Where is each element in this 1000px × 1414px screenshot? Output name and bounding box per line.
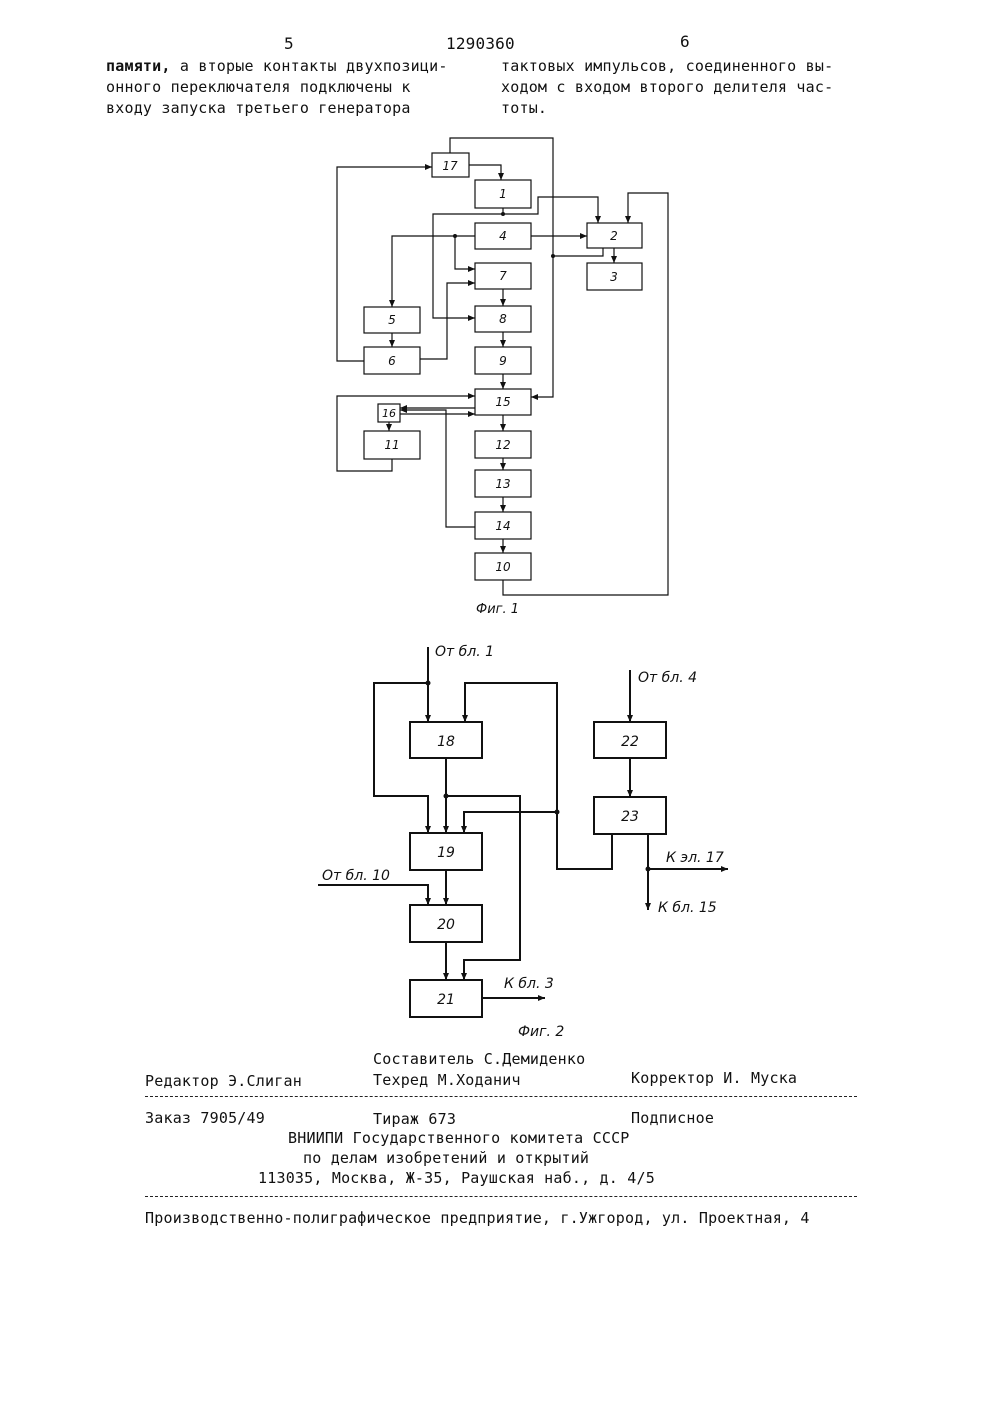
fig2-label-18: 18 (437, 734, 455, 750)
fig1-label-4: 4 (499, 229, 507, 243)
fig2-junction (426, 681, 431, 686)
fig1-wire-11-15 (337, 396, 475, 471)
fig2-label-19: 19 (437, 845, 455, 861)
fig1-label-14: 14 (495, 519, 510, 533)
fig1-label-8: 8 (499, 312, 507, 326)
fig2-junction (555, 810, 560, 815)
fig1-label-7: 7 (499, 269, 507, 283)
fig1-caption: Фиг. 1 (476, 602, 519, 617)
fig1-wire-6-7 (420, 283, 475, 359)
fig2-junction (444, 794, 449, 799)
print-run: Тираж 673 (373, 1109, 456, 1129)
compiler: Составитель С.Демиденко (373, 1049, 585, 1069)
fig1-wire-4-7 (455, 236, 475, 269)
corrector: Корректор И. Муска (631, 1068, 797, 1088)
fig1-wire-17-1 (469, 165, 501, 180)
fig1-wire-14-16 (400, 410, 475, 527)
fig1-label-2: 2 (610, 229, 618, 243)
fig1-wire-2-out (553, 248, 603, 256)
techred: Техред М.Ходанич (373, 1070, 521, 1090)
fig1-label-10: 10 (495, 560, 511, 574)
fig1-label-5: 5 (388, 313, 396, 327)
fig1-label-15: 15 (495, 395, 510, 409)
fig1-label-11: 11 (384, 438, 399, 452)
fig2-junction (646, 867, 651, 872)
fig2-label-to-block-15: К бл. 15 (658, 900, 717, 916)
fig1-label-13: 13 (495, 477, 510, 491)
organization-line-2: по делам изобретений и открытий (303, 1148, 589, 1168)
fig1-label-9: 9 (499, 354, 507, 368)
fig2-label-21: 21 (437, 992, 455, 1008)
fig2-label-20: 20 (437, 917, 455, 933)
fig2-label-to-element-17: К эл. 17 (666, 850, 724, 866)
fig1-label-6: 6 (388, 354, 396, 368)
subscription: Подписное (631, 1108, 714, 1128)
fig2-label-22: 22 (621, 734, 639, 750)
fig2-label-from-block-4: От бл. 4 (638, 670, 697, 686)
fig1-junction (453, 234, 457, 238)
fig1-diagram: 17 1 4 2 3 7 8 5 6 9 15 16 11 12 13 14 1… (337, 138, 668, 617)
order-number: Заказ 7905/49 (145, 1108, 265, 1128)
fig1-wire-10-2 (503, 193, 668, 595)
fig1-wire-6-17 (337, 167, 432, 361)
fig1-junction (501, 212, 505, 216)
fig2-wire-18-21 (446, 796, 520, 980)
fig2-wire-feedback-19 (464, 812, 557, 833)
fig1-wire-1-2 (503, 197, 598, 223)
fig2-caption: Фиг. 2 (518, 1024, 564, 1040)
fig1-label-3: 3 (610, 270, 618, 284)
organization-line-1: ВНИИПИ Государственного комитета СССР (288, 1128, 630, 1148)
fig1-label-1: 1 (499, 187, 507, 201)
address: 113035, Москва, Ж-35, Раушская наб., д. … (258, 1168, 655, 1188)
separator-2 (145, 1196, 857, 1197)
fig2-wire-23-18 (465, 683, 612, 869)
editor: Редактор Э.Слиган (145, 1071, 302, 1091)
fig1-junction (551, 254, 555, 258)
printer: Производственно-полиграфическое предприя… (145, 1208, 810, 1228)
fig2-label-23: 23 (621, 809, 639, 825)
fig2-wire-input-20 (318, 885, 428, 905)
fig1-label-12: 12 (495, 438, 510, 452)
fig2-diagram: 18 22 23 19 20 21 (318, 644, 728, 1040)
fig2-label-from-block-1: От бл. 1 (435, 644, 494, 660)
fig2-label-from-block-10: От бл. 10 (322, 868, 390, 884)
separator-1 (145, 1096, 857, 1097)
fig1-label-17: 17 (442, 159, 458, 173)
fig1-label-16: 16 (382, 407, 396, 420)
fig2-label-to-block-3: К бл. 3 (504, 976, 554, 992)
